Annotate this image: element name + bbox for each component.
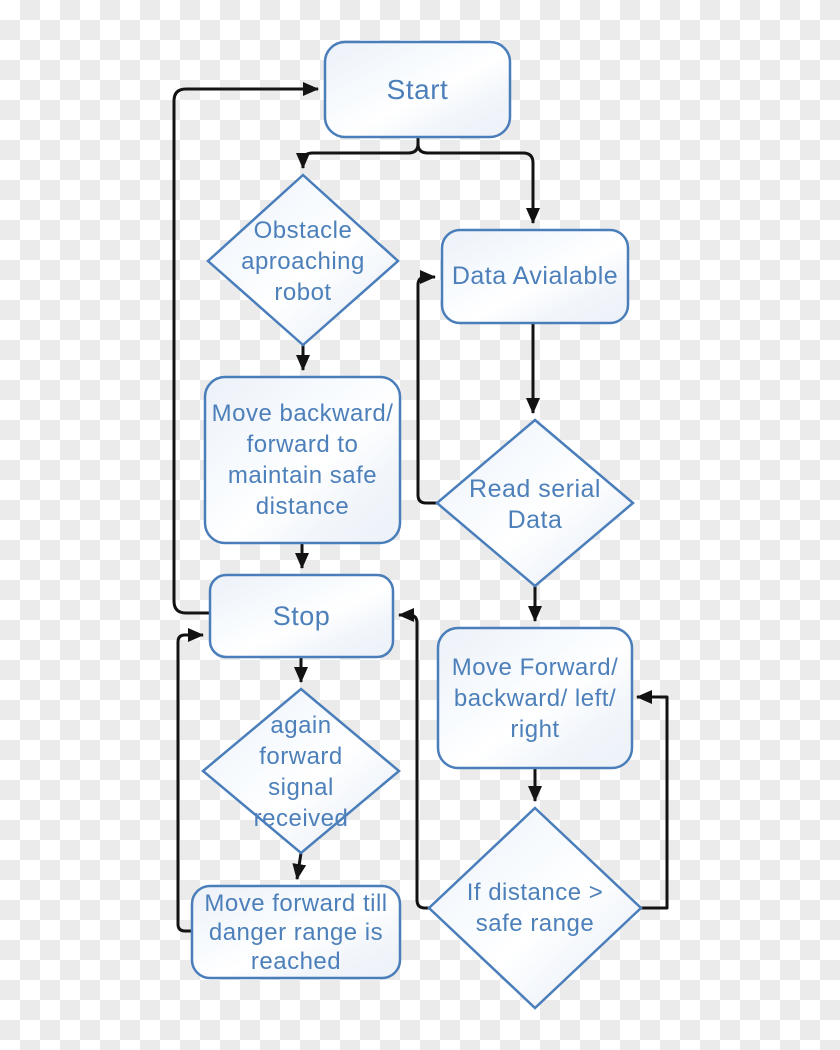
connector-stop-to-start bbox=[172, 82, 319, 615]
node-obstacle-shape bbox=[206, 173, 400, 347]
connector-move-till-danger-to-stop bbox=[176, 628, 204, 933]
node-again-signal-shape bbox=[201, 687, 401, 855]
node-data-available-shape bbox=[440, 228, 630, 325]
connector-start-to-obstacle bbox=[296, 143, 420, 169]
node-read-serial-shape bbox=[435, 418, 635, 588]
connector-if-distance-to-stop bbox=[398, 608, 429, 910]
connector-read-serial-to-data-available bbox=[416, 270, 437, 505]
connector-if-distance-to-move-forward bbox=[636, 690, 669, 910]
node-move-till-danger-shape bbox=[190, 884, 402, 980]
connector-again-signal-to-move-till-danger bbox=[292, 852, 307, 880]
node-start-shape bbox=[323, 40, 512, 139]
node-move-forward-shape bbox=[436, 626, 634, 770]
node-if-distance-shape bbox=[427, 806, 643, 1010]
node-move-backward-shape bbox=[203, 375, 402, 545]
connector-start-to-data-available bbox=[416, 143, 540, 224]
node-stop-shape bbox=[208, 573, 395, 659]
